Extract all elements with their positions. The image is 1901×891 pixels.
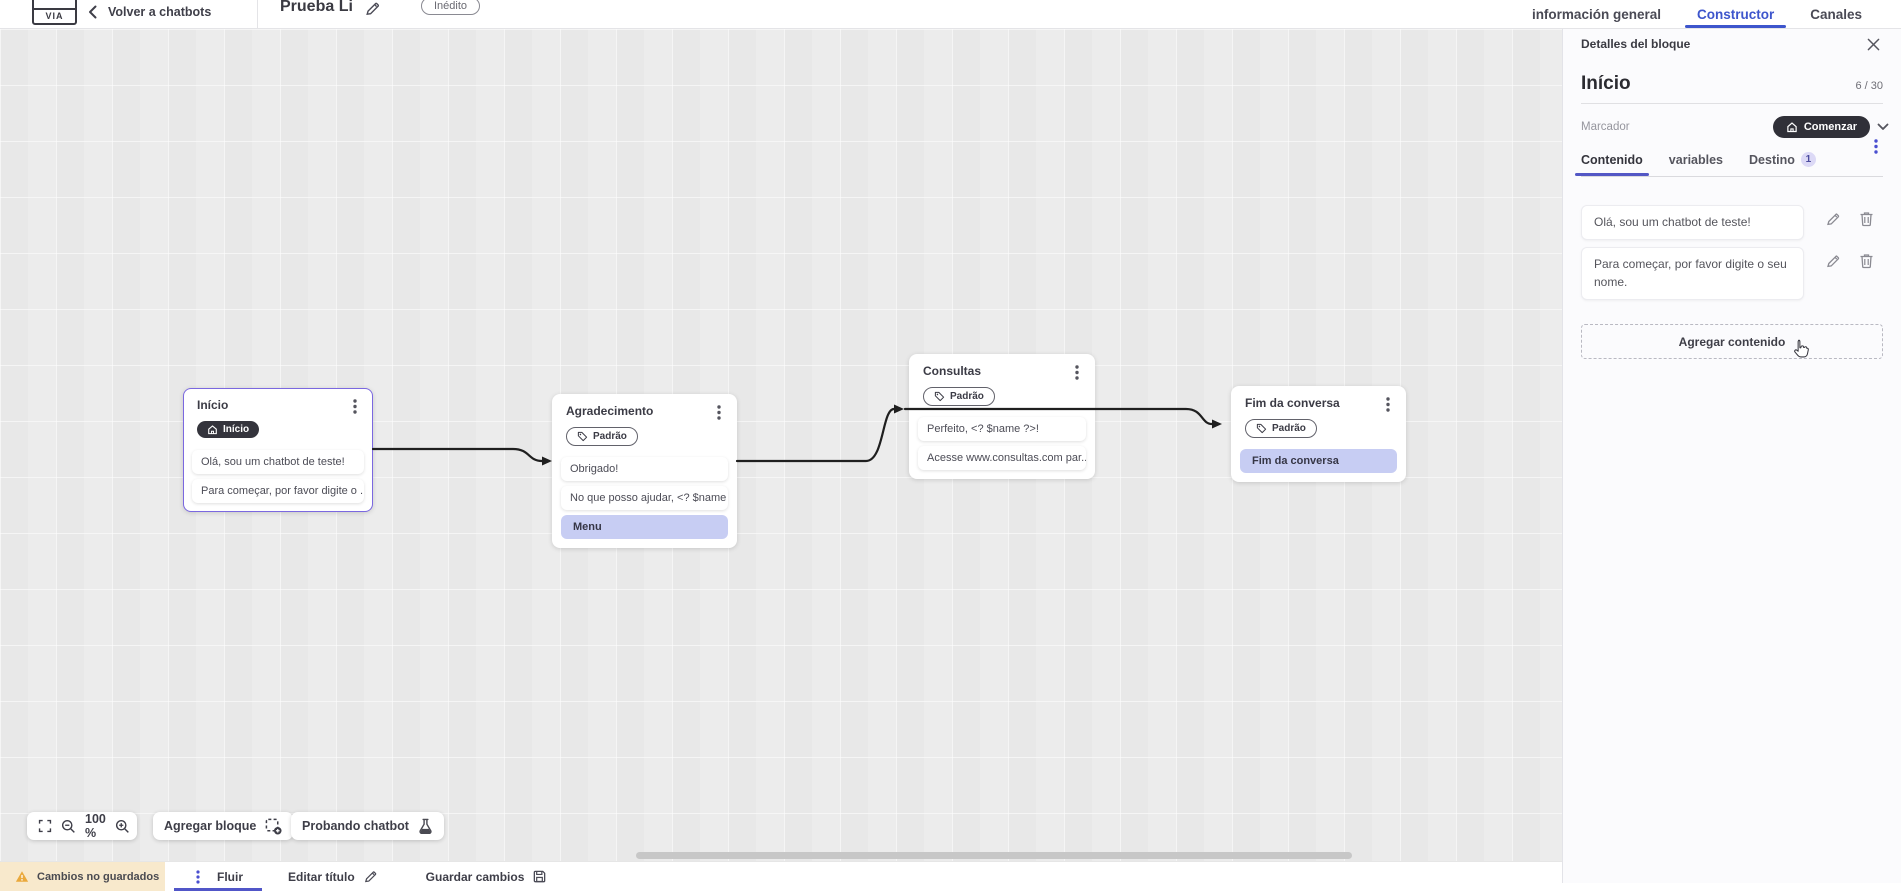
canvas-horizontal-scrollbar[interactable] (636, 852, 1352, 859)
app-header: VIA Volver a chatbots Prueba Li Inédito … (0, 0, 1901, 29)
content-text-card[interactable]: Para começar, por favor digite o seu nom… (1581, 247, 1804, 301)
divider (1581, 176, 1883, 177)
block-name: Início (1581, 73, 1631, 94)
status-badge: Inédito (421, 0, 481, 15)
flow-canvas[interactable]: Início Início Olá, sou um chatbot de tes… (0, 29, 1562, 861)
node-menu-item[interactable]: Menu (561, 515, 728, 539)
tag-icon (934, 391, 945, 402)
warning-icon (15, 870, 29, 883)
house-icon (1786, 121, 1798, 133)
node-fim-da-conversa[interactable]: Fim da conversa Padrão Fim da conversa (1231, 386, 1406, 482)
flow-tab-label: Fluir (217, 869, 243, 884)
node-message-card[interactable]: No que posso ajudar, <? $name ... (561, 486, 728, 510)
tag-icon (1256, 423, 1267, 434)
chevron-down-icon[interactable] (1877, 123, 1889, 131)
chevron-left-icon (88, 5, 97, 19)
marker-value: Comenzar (1803, 121, 1857, 133)
node-menu-kebab-icon[interactable] (350, 398, 360, 415)
status-bar: Cambios no guardados Fluir Editar título… (0, 861, 1562, 891)
edit-title-button[interactable]: Editar título (288, 862, 378, 891)
test-chatbot-label: Probando chatbot (302, 819, 409, 833)
add-content-button[interactable]: Agregar contenido (1581, 324, 1883, 360)
zoom-level: 100 % (85, 812, 106, 840)
node-menu-kebab-icon[interactable] (1383, 396, 1393, 413)
node-badge: Padrão (1245, 419, 1317, 438)
node-agradecimento[interactable]: Agradecimento Padrão Obrigado! No que po… (552, 394, 737, 548)
logo-text: VIA (34, 8, 75, 23)
header-divider (257, 0, 258, 28)
node-title: Fim da conversa (1245, 396, 1340, 410)
zoom-in-icon[interactable] (115, 819, 130, 834)
edit-title-label: Editar título (288, 869, 355, 884)
node-message-card[interactable]: Obrigado! (561, 457, 728, 481)
node-title: Agradecimento (566, 404, 654, 418)
panel-kebab-icon[interactable] (1871, 138, 1881, 155)
tab-informacion-general[interactable]: información general (1531, 6, 1661, 22)
node-title: Consultas (923, 364, 982, 378)
node-message-card[interactable]: Olá, sou um chatbot de teste! (192, 450, 364, 474)
node-menu-kebab-icon[interactable] (1072, 364, 1082, 381)
delete-content-trash-icon[interactable] (1859, 253, 1874, 269)
unsaved-changes-warning: Cambios no guardados (0, 862, 165, 891)
tab-variables[interactable]: variables (1668, 152, 1724, 167)
add-block-button[interactable]: Agregar bloque (153, 812, 294, 840)
house-icon (207, 424, 218, 435)
add-block-label: Agregar bloque (164, 819, 257, 833)
back-label: Volver a chatbots (108, 5, 212, 19)
edit-title-pencil-icon[interactable] (364, 0, 381, 17)
test-chatbot-button[interactable]: Probando chatbot (291, 812, 444, 840)
flow-kebab-icon[interactable] (193, 869, 203, 885)
destino-count-badge: 1 (1800, 152, 1816, 167)
node-badge: Início (197, 421, 260, 438)
node-end-item[interactable]: Fim da conversa (1240, 449, 1397, 473)
fullscreen-icon[interactable] (38, 819, 52, 833)
content-row: Olá, sou um chatbot de teste! (1563, 205, 1901, 241)
block-counter: 6 / 30 (1855, 80, 1883, 92)
save-changes-label: Guardar cambios (425, 869, 525, 884)
floppy-icon (532, 869, 547, 884)
marker-select[interactable]: Comenzar (1772, 116, 1870, 138)
node-message-card[interactable]: Perfeito, <? $name ?>! (918, 417, 1086, 441)
add-block-icon (265, 818, 282, 835)
warning-text: Cambios no guardados (37, 870, 160, 883)
edit-content-pencil-icon[interactable] (1825, 253, 1841, 269)
node-badge: Padrão (923, 387, 995, 406)
panel-title: Detalles del bloque (1581, 37, 1691, 51)
close-icon[interactable] (1867, 38, 1880, 51)
tag-icon (577, 431, 588, 442)
content-text-card[interactable]: Olá, sou um chatbot de teste! (1581, 205, 1804, 241)
node-badge: Padrão (566, 427, 638, 446)
top-tabs: información general Constructor Canales (1532, 0, 1862, 28)
zoom-out-icon[interactable] (61, 819, 76, 834)
node-title: Início (197, 398, 229, 412)
back-to-chatbots-link[interactable]: Volver a chatbots (88, 0, 211, 24)
block-details-panel: Detalles del bloque Início 6 / 30 Marcad… (1562, 27, 1901, 883)
content-row: Para começar, por favor digite o seu nom… (1563, 247, 1901, 301)
app-logo: VIA (32, 0, 77, 25)
pencil-icon (363, 869, 378, 884)
panel-footer (1562, 883, 1901, 891)
node-message-card[interactable]: Acesse www.consultas.com par... (918, 446, 1086, 470)
node-message-card[interactable]: Para começar, por favor digite o ... (192, 479, 364, 503)
edit-content-pencil-icon[interactable] (1825, 211, 1841, 227)
tab-constructor[interactable]: Constructor (1684, 0, 1787, 28)
node-menu-kebab-icon[interactable] (714, 404, 724, 421)
flow-tab[interactable]: Fluir (174, 862, 262, 891)
tab-contenido[interactable]: Contenido (1575, 153, 1649, 176)
save-changes-button[interactable]: Guardar cambios (426, 862, 548, 891)
marker-label: Marcador (1581, 121, 1630, 133)
chatbot-title: Prueba Li (280, 0, 353, 15)
delete-content-trash-icon[interactable] (1859, 211, 1874, 227)
node-consultas[interactable]: Consultas Padrão Perfeito, <? $name ?>! … (909, 354, 1095, 479)
divider (1581, 103, 1883, 104)
zoom-toolbar: 100 % (27, 812, 137, 840)
node-inicio[interactable]: Início Início Olá, sou um chatbot de tes… (183, 388, 373, 512)
tab-canales[interactable]: Canales (1810, 6, 1862, 22)
flask-icon (418, 818, 433, 834)
